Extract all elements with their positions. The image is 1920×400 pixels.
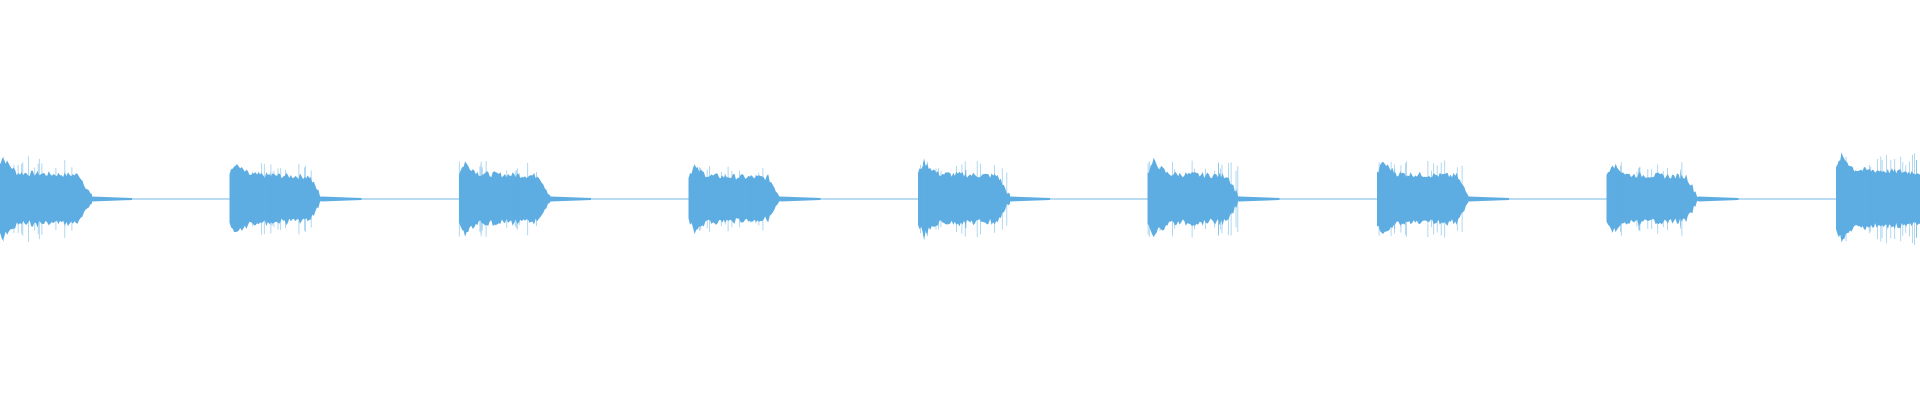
waveform-segment	[1147, 157, 1240, 238]
waveform-tail	[780, 196, 821, 202]
waveform-tail	[92, 196, 132, 202]
waveform-tail	[551, 196, 591, 202]
waveform-tail	[321, 196, 362, 202]
waveform-tail	[1469, 196, 1509, 202]
waveform-tail	[1239, 196, 1280, 202]
waveform-tail	[1698, 196, 1739, 202]
waveform-segment	[918, 158, 1010, 241]
waveform-tail	[1010, 196, 1050, 202]
waveform-segment	[229, 164, 322, 233]
waveform-segment	[459, 161, 551, 237]
waveform-segments	[0, 152, 1920, 245]
waveform-segment	[1606, 163, 1699, 233]
waveform-segment	[688, 164, 781, 235]
waveform-segment	[1377, 161, 1469, 234]
